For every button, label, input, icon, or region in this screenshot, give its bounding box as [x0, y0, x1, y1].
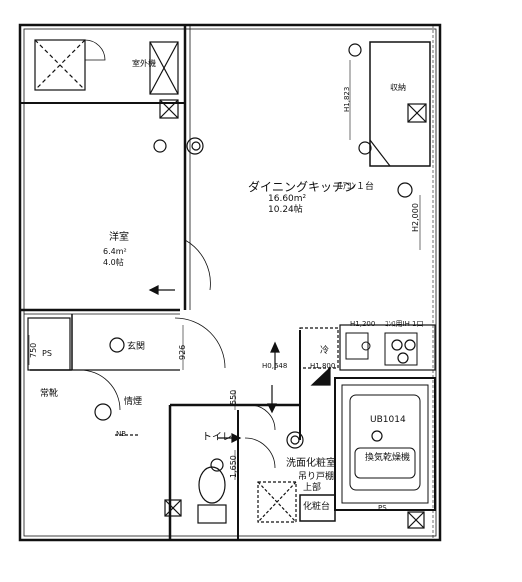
hanging-shelf-label: 吊り戸棚 — [298, 472, 335, 482]
western-room-name: 洋室 — [109, 232, 129, 243]
washroom-label: 洗面化粧室 — [286, 458, 336, 469]
dining-kitchen-name: ダイニングキッチン — [248, 180, 357, 194]
toilet-bowl — [198, 466, 226, 504]
dining-kitchen-area: 16.60m² — [268, 194, 307, 204]
dim-h1800: H1,800 — [310, 362, 336, 370]
toilet-label: トイレ — [202, 432, 232, 443]
dim-1650: 1,650 — [229, 455, 238, 478]
dim-h648: H0,648 — [262, 362, 288, 370]
outer-wall — [18, 23, 442, 542]
outdoor-unit-box — [34, 39, 86, 91]
western-room-area: 6.4m² — [103, 247, 127, 256]
range-note: ｺﾝﾛ用IH 1口 — [385, 320, 424, 328]
vanity-unit — [299, 494, 336, 522]
ps-label-bath: PS — [378, 504, 387, 512]
dim-750: 750 — [29, 342, 38, 358]
fridge-space — [299, 327, 339, 369]
bathroom — [334, 377, 436, 511]
bath-unit-label: UB1014 — [370, 415, 406, 425]
hanging-shelf-upper-label: 上部 — [303, 483, 322, 493]
shoes-label: 常靴 — [40, 389, 59, 399]
closet — [369, 41, 431, 167]
dim-926: 926 — [178, 344, 187, 360]
nb-label: NB — [116, 430, 127, 438]
dining-kitchen-aircon: ｴｱｺﾝ１台 — [338, 182, 375, 192]
western-room-tatami: 4.0帖 — [103, 258, 124, 267]
ventilation-label: 換気乾燥機 — [365, 453, 411, 463]
dim-550: 550 — [229, 389, 238, 405]
dim-h1200: H1,200 — [350, 320, 376, 328]
outer-wall-inner — [23, 28, 437, 537]
kitchen-counter — [339, 324, 436, 371]
storage-label: 情煙 — [124, 397, 143, 407]
fridge-label: 冷 — [320, 346, 330, 356]
dim-h2000: H2,000 — [411, 203, 420, 232]
dining-kitchen-tatami: 10.24帖 — [268, 205, 303, 215]
ps-label: PS — [42, 349, 52, 358]
outdoor-unit-label: 室外機 — [132, 59, 156, 68]
vanity-label: 化粧台 — [303, 502, 331, 512]
closet-label: 収納 — [390, 83, 406, 92]
dim-h1823: H1,823 — [343, 86, 351, 112]
entrance-label: 玄関 — [127, 342, 146, 352]
